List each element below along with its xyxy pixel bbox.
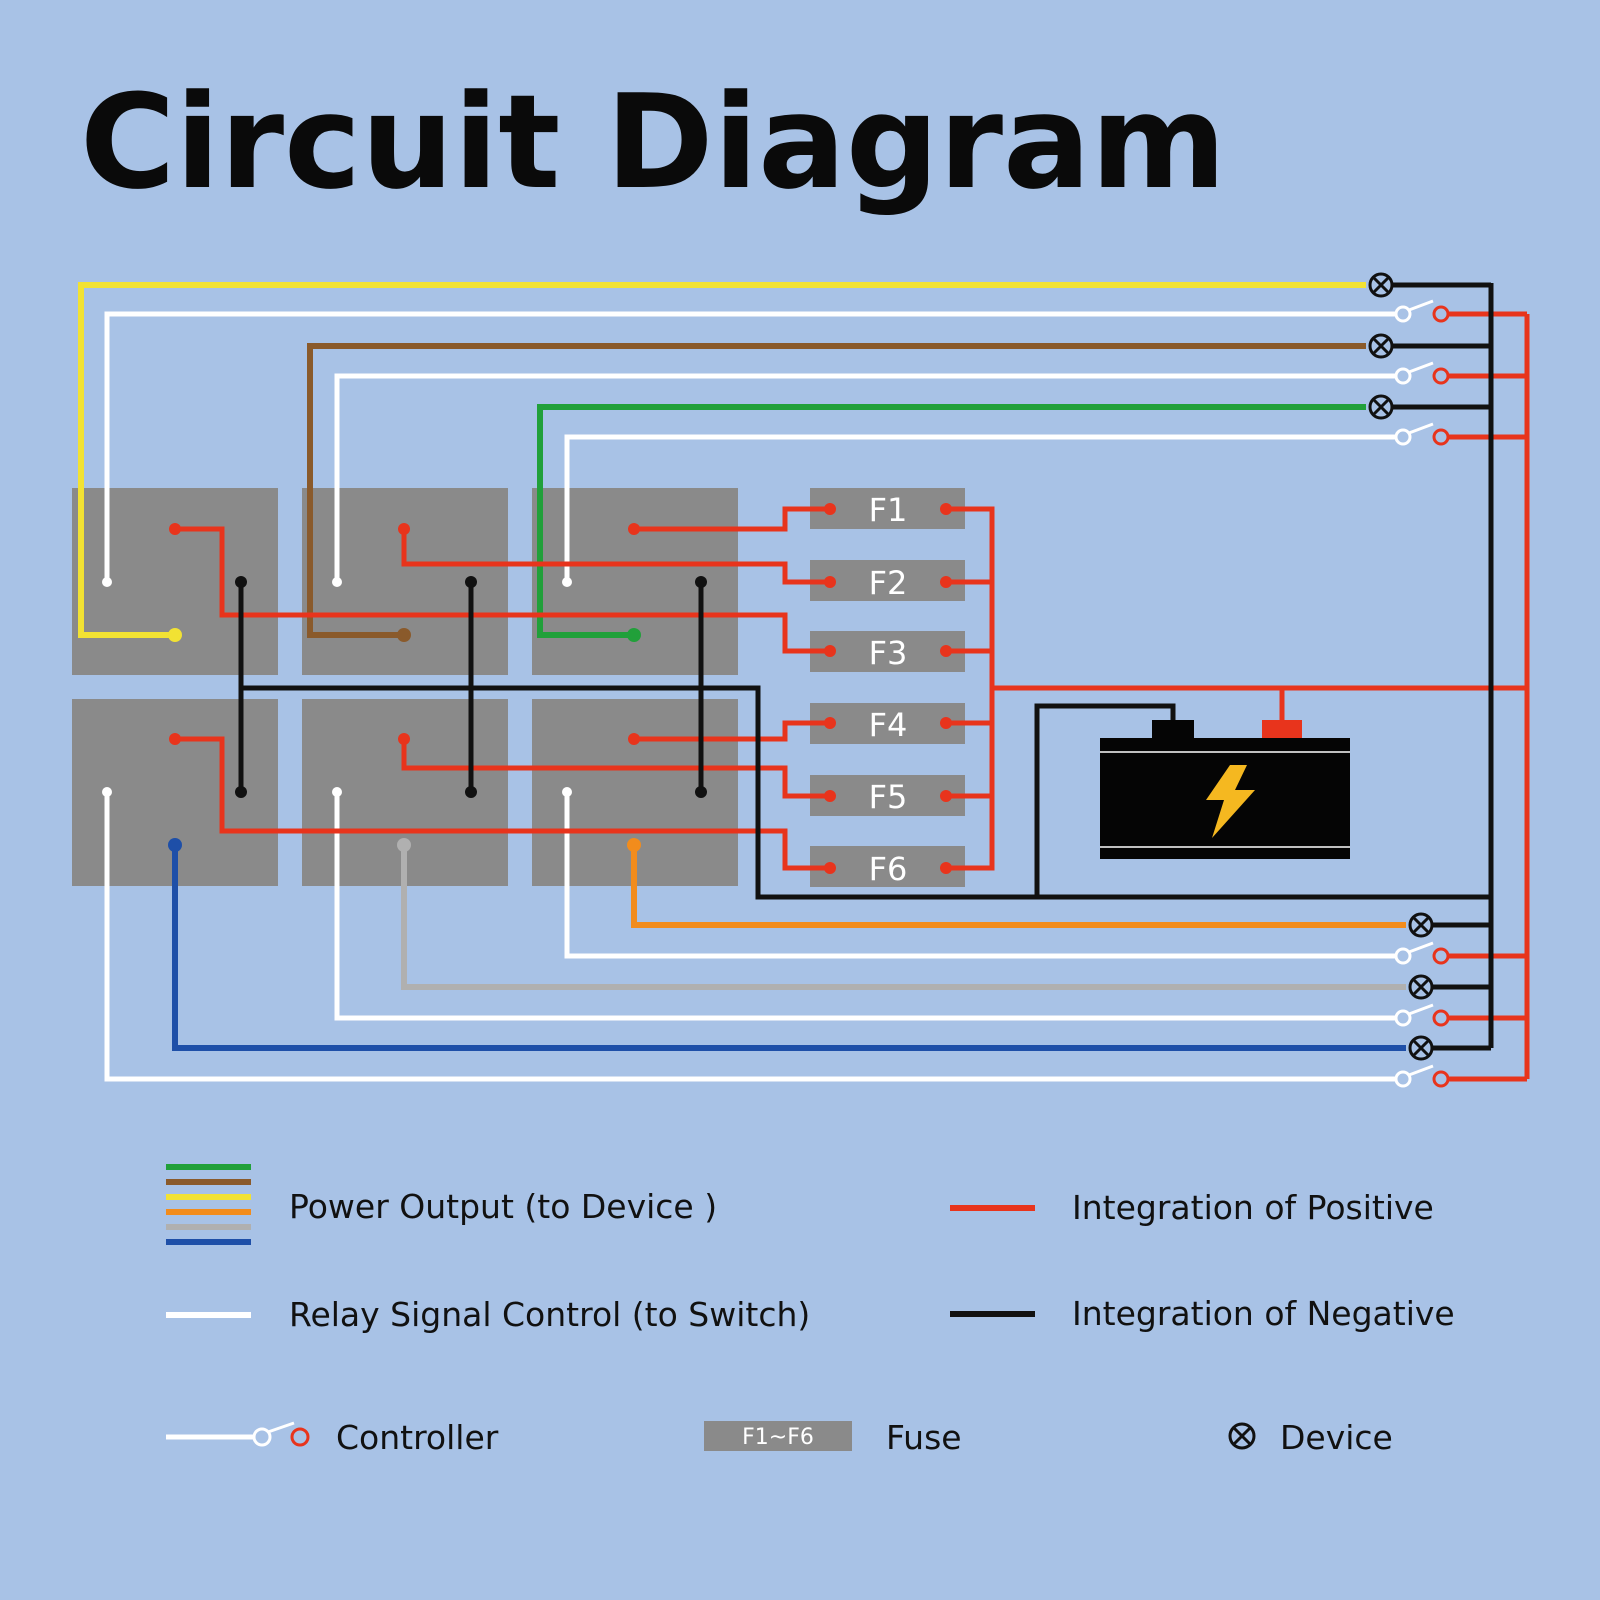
positive-wire	[634, 720, 830, 742]
positive-wires	[175, 311, 1530, 1082]
negative-terminal	[695, 786, 707, 798]
fuse-labels: F1 F2 F3 F4 F5 F6	[869, 491, 908, 888]
power-wire-yellow	[78, 282, 1366, 638]
signal-wire	[104, 792, 1397, 1082]
fuse-label-f1: F1	[869, 491, 908, 529]
output-terminal	[627, 838, 641, 852]
positive-wire	[634, 506, 830, 532]
signal-wire	[334, 792, 1397, 1021]
signal-terminal	[332, 787, 342, 797]
fuse-block	[810, 560, 965, 601]
device-icon	[1408, 912, 1434, 938]
lightning-bolt-icon	[1206, 765, 1255, 838]
negative-wires	[238, 282, 1494, 1051]
fuse-label-f5: F5	[869, 778, 908, 816]
negative-terminal	[695, 576, 707, 588]
negative-terminal	[465, 786, 477, 798]
fuse-label-f3: F3	[869, 634, 908, 672]
negative-swatch	[950, 1311, 1035, 1317]
relay-signal-swatch	[166, 1312, 251, 1318]
legend-fuse-label: Fuse	[886, 1418, 962, 1457]
legend-fuse-sample: F1~F6	[742, 1425, 814, 1450]
negative-terminal	[465, 576, 477, 588]
terminals	[102, 503, 952, 874]
devices	[1368, 272, 1434, 1061]
legend-controller-label: Controller	[336, 1418, 499, 1457]
positive-terminal	[398, 523, 410, 535]
positive-terminal	[628, 733, 640, 745]
positive-terminal	[169, 733, 181, 745]
legend-relay-signal-label: Relay Signal Control (to Switch)	[289, 1295, 810, 1334]
device-icon	[1368, 272, 1394, 298]
power-wire-orange	[631, 845, 1406, 928]
battery-negative-post	[1152, 720, 1194, 740]
negative-main	[241, 685, 1491, 900]
fuse-label-f4: F4	[869, 706, 908, 744]
positive-terminal	[398, 733, 410, 745]
signal-terminal	[102, 787, 112, 797]
legend-controller-icon	[166, 1421, 310, 1447]
controller-switch-icon	[1394, 361, 1450, 385]
power-output-swatch	[166, 1164, 251, 1245]
device-icon	[1368, 394, 1394, 420]
positive-swatch	[950, 1205, 1035, 1211]
power-wire-brown	[307, 343, 1366, 638]
controller-switch-icon	[1394, 941, 1450, 965]
positive-wire	[401, 739, 830, 799]
legend-device-label: Device	[1280, 1418, 1393, 1457]
positive-wire	[401, 529, 830, 585]
device-icon	[1368, 333, 1394, 359]
power-wire-gray	[401, 845, 1406, 990]
fuse-label-f2: F2	[869, 564, 908, 602]
output-terminal	[397, 628, 411, 642]
legend-fuse-swatch	[704, 1421, 852, 1451]
relay-signal-wires	[104, 311, 1397, 1082]
controller-switch-icon	[1394, 1064, 1450, 1088]
battery-positive-post	[1262, 720, 1302, 740]
negative-terminal	[235, 576, 247, 588]
legend-device-icon	[1228, 1422, 1256, 1450]
signal-terminal	[332, 577, 342, 587]
legend: Power Output (to Device ) Relay Signal C…	[166, 1164, 1455, 1457]
device-icon	[1408, 974, 1434, 1000]
signal-terminal	[562, 577, 572, 587]
power-wire-blue	[172, 845, 1406, 1051]
battery	[1100, 720, 1350, 859]
positive-terminal	[169, 523, 181, 535]
fuse-block	[810, 846, 965, 887]
power-output-wires	[78, 282, 1406, 1051]
signal-terminal	[102, 577, 112, 587]
legend-power-output-label: Power Output (to Device )	[289, 1187, 717, 1226]
positive-wire	[175, 736, 830, 871]
negative-terminal	[235, 786, 247, 798]
controller-switch-icon	[1394, 299, 1450, 323]
controller-switch-icon	[1394, 1003, 1450, 1027]
output-terminal	[168, 628, 182, 642]
fuse-label-f6: F6	[869, 850, 908, 888]
positive-terminal	[628, 523, 640, 535]
output-terminal	[627, 628, 641, 642]
signal-wire	[564, 792, 1397, 959]
output-terminal	[168, 838, 182, 852]
signal-terminal	[562, 787, 572, 797]
battery-negative-lead	[1034, 703, 1176, 897]
legend-negative-label: Integration of Negative	[1072, 1294, 1455, 1333]
output-terminal	[397, 838, 411, 852]
controller-switch-icon	[1394, 422, 1450, 446]
power-wire-green	[537, 404, 1366, 638]
positive-wire	[175, 526, 830, 654]
controllers	[1394, 299, 1450, 1088]
page-title: Circuit Diagram	[80, 66, 1226, 218]
legend-positive-label: Integration of Positive	[1072, 1188, 1434, 1227]
signal-wire	[334, 373, 1397, 582]
signal-wire	[104, 311, 1397, 582]
fuse-blocks	[810, 488, 965, 887]
signal-wire	[564, 434, 1397, 582]
device-icon	[1408, 1035, 1434, 1061]
